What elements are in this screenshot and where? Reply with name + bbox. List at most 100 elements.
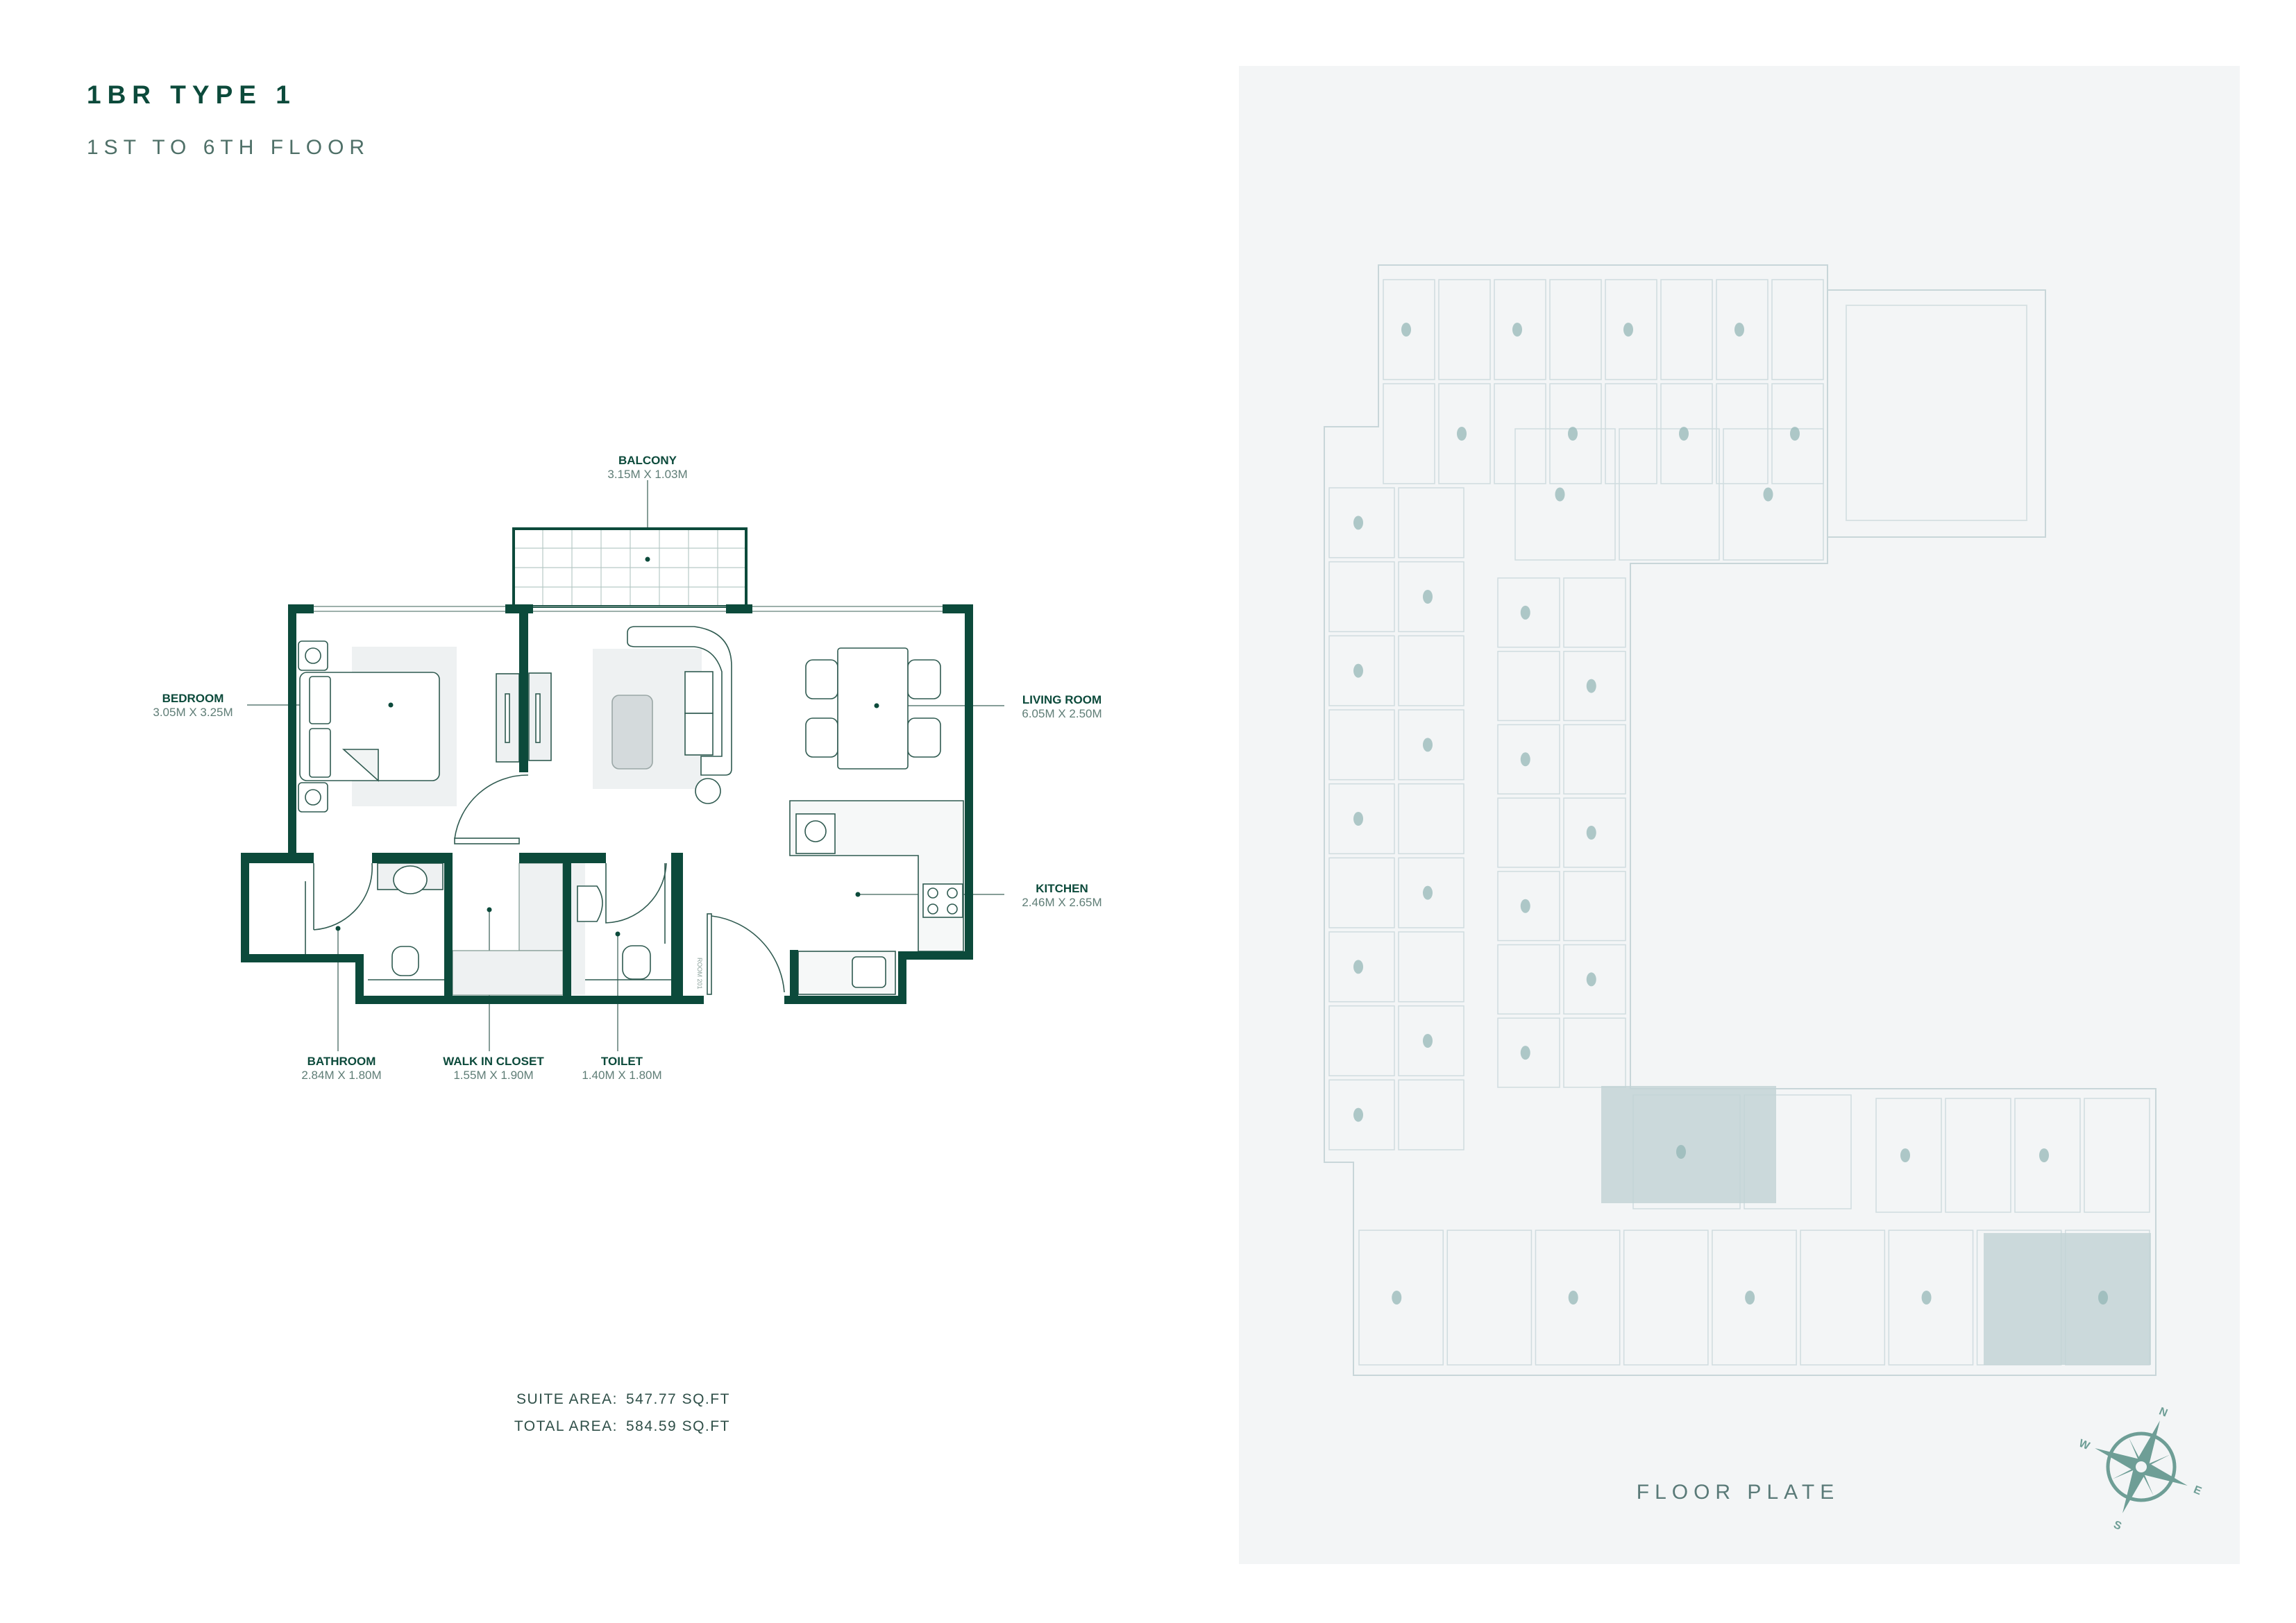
walls [241,604,973,1004]
unit-outline [1328,1079,1395,1150]
furniture-mark [2098,1291,2109,1305]
unit-outline [1494,279,1546,380]
unit-outline [1398,857,1464,928]
compass-w: W [2077,1438,2092,1453]
furniture-mark [1790,427,1800,441]
unit-outline [1328,857,1395,928]
unit-outline [1383,279,1435,380]
windows [314,606,943,612]
ottoman [695,778,721,804]
furniture [298,626,964,995]
furniture-mark [1353,1107,1363,1122]
wc [391,946,419,976]
doors [305,774,785,995]
unit-outline [1398,709,1464,781]
furniture-mark [1745,1291,1755,1305]
unit-outline [1563,577,1626,648]
unit-outline [1494,383,1546,484]
unit-outline [1623,1230,1709,1366]
unit-outline [1497,577,1560,648]
compass-rose-icon: N S E W [2077,1406,2204,1533]
compass-e: E [2192,1484,2204,1497]
unit-outline [1328,561,1395,633]
unit-outline [2084,1098,2150,1213]
furniture-mark [1401,323,1411,337]
wc [622,945,651,980]
unit-outline [1438,383,1491,484]
unit-outline [1716,383,1769,484]
unit-outline [1398,931,1464,1003]
unit-outline [1712,1230,1797,1366]
unit-outline [1398,561,1464,633]
furniture-mark [1423,590,1433,604]
unit-outline [1446,1230,1533,1366]
unit-outline [1328,709,1395,781]
furniture-mark [1457,427,1467,441]
unit-outline [1398,783,1464,855]
unit-outline [1497,650,1560,722]
unit-outline [1497,944,1560,1015]
floor-plate-label: FLOOR PLATE [1636,1481,1840,1504]
furniture-mark [1555,487,1565,502]
suite-area: SUITE AREA:547.77 SQ.FT [516,1391,730,1407]
unit-outline [1328,487,1395,559]
furniture-mark [1586,972,1596,987]
furniture-mark [1568,1291,1578,1305]
unit-outline [1358,1230,1444,1366]
sofa [627,626,732,776]
furniture-mark [1679,427,1689,441]
unit-outline [1383,383,1435,484]
furniture-mark [1353,812,1363,826]
unit-outline [1563,1017,1626,1088]
unit-outline [1888,1230,1974,1366]
unit-outline [1563,650,1626,722]
furniture-mark [1520,752,1530,767]
furniture-mark [1353,663,1363,678]
furniture-mark [1353,960,1363,974]
unit-outline [2014,1098,2081,1213]
unit-outline [1563,797,1626,868]
unit-outline [1514,428,1616,561]
unit-outline [1497,797,1560,868]
unit-outline [1800,1230,1886,1366]
furniture-mark [2039,1148,2049,1162]
unit-outline [1723,428,1824,561]
furniture-mark [1423,885,1433,900]
furniture-mark [1586,679,1596,693]
unit-outline [1398,487,1464,559]
room-number: ROOM 201 [696,958,703,989]
unit-outline [1398,635,1464,706]
compass-s: S [2112,1519,2124,1533]
furniture-mark [1520,899,1530,913]
unit-outline [1619,428,1720,561]
unit-outline [1716,279,1769,380]
unit-outline [1438,279,1491,380]
furniture-mark [1392,1291,1402,1305]
unit-outline [1535,1230,1621,1366]
unit-outline [1328,1005,1395,1077]
unit-title: 1BR TYPE 1 [87,80,296,109]
highlighted-unit [1984,1233,2151,1365]
unit-outline [1328,635,1395,706]
unit-outline [1398,1005,1464,1077]
furniture-mark [1512,323,1522,337]
room-markers [335,556,879,937]
unit-outline [1549,279,1602,380]
unit-outline [1328,931,1395,1003]
total-area: TOTAL AREA:584.59 SQ.FT [514,1418,730,1434]
compass-n: N [2157,1406,2169,1420]
unit-outline [1549,383,1602,484]
furniture-mark [1520,1046,1530,1060]
unit-outline [1771,279,1824,380]
unit-outline [1875,1098,1942,1213]
bed [299,672,440,781]
unit-outline [1945,1098,2011,1213]
unit-outline [1605,383,1657,484]
toilet-sink [577,885,603,922]
